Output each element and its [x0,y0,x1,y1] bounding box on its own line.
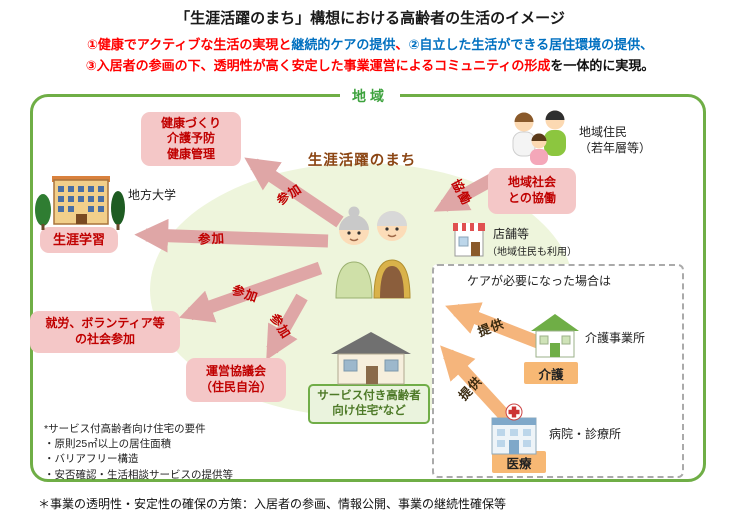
label-shops: 店舗等 [493,227,530,241]
node-lifelong-learning: 生涯学習 [40,227,118,253]
intro-seg-4: ②自立した生活ができる居住環境の提供、 [408,37,654,52]
label-care-case: ケアが必要になった場合は [467,274,612,288]
housing-requirements-title: *サービス付高齢者向け住宅の要件 [44,423,206,435]
university-building-icon [35,176,125,230]
intro-line-1: ①健康でアクティブな生活の実現と継続的ケアの提供、②自立した生活ができる居住環境… [0,35,740,56]
label-residents: 地域住民 （若年層等） [579,125,652,156]
town-label: 生涯活躍のまち [307,153,417,169]
housing-requirements-note: *サービス付高齢者向け住宅の要件 ・原則25㎡以上の居住面積 ・バリアフリー構造… [44,422,233,483]
intro-seg-5: ③入居者の参画の下、透明性が高く安定した事業運営によるコミュニティの形成 [85,57,551,73]
node-work-participation: 就労、ボランティア等 の社会参加 [30,311,180,353]
family-icon [512,110,566,165]
intro-text: ①健康でアクティブな生活の実現と継続的ケアの提供、②自立した生活ができる居住環境… [0,35,740,77]
node-senior-housing: サービス付き高齢者 向け住宅*など [308,384,430,424]
intro-seg-3: 、 [395,37,409,52]
elderly-couple-icon [335,206,411,299]
shop-building-icon [453,223,485,257]
intro-seg-1: ①健康でアクティブな生活の実現と [86,37,292,52]
node-council: 運営協議会 （住民自治） [186,358,286,402]
label-university: 地方大学 [128,188,177,202]
care-office-building-icon [531,314,579,358]
label-care-office: 介護事業所 [585,331,646,345]
housing-requirement-item: ・バリアフリー構造 [44,453,139,466]
page-title: 「生涯活躍のまち」構想における高齢者の生活のイメージ [175,10,565,27]
intro-seg-2: 継続的ケアの提供 [291,37,396,52]
node-community-collaboration: 地域社会 との協働 [488,168,576,214]
bottom-footnote: ＊事業の透明性・安定性の確保の方策：入居者の参画、情報公開、事業の継続性確保等 [38,497,507,511]
intro-line-2: ③入居者の参画の下、透明性が高く安定した事業運営によるコミュニティの形成を一体的… [0,56,740,77]
intro-seg-6: を一体的に実現。 [550,57,655,73]
housing-requirement-item: ・原則25㎡以上の居住面積 [44,438,172,451]
housing-requirement-item: ・安否確認・生活相談サービスの提供等 [44,468,233,481]
node-health: 健康づくり 介護予防 健康管理 [141,112,241,166]
label-shops-note: （地域住民も利用） [487,247,577,258]
region-label: 地域 [340,86,400,106]
hospital-building-icon [491,403,537,455]
node-care: 介護 [524,362,578,384]
arrow-label-sanka-2: 参加 [197,231,226,247]
label-hospital: 病院・診療所 [549,427,622,441]
node-medical: 医療 [492,451,546,473]
senior-housing-icon [331,332,411,385]
